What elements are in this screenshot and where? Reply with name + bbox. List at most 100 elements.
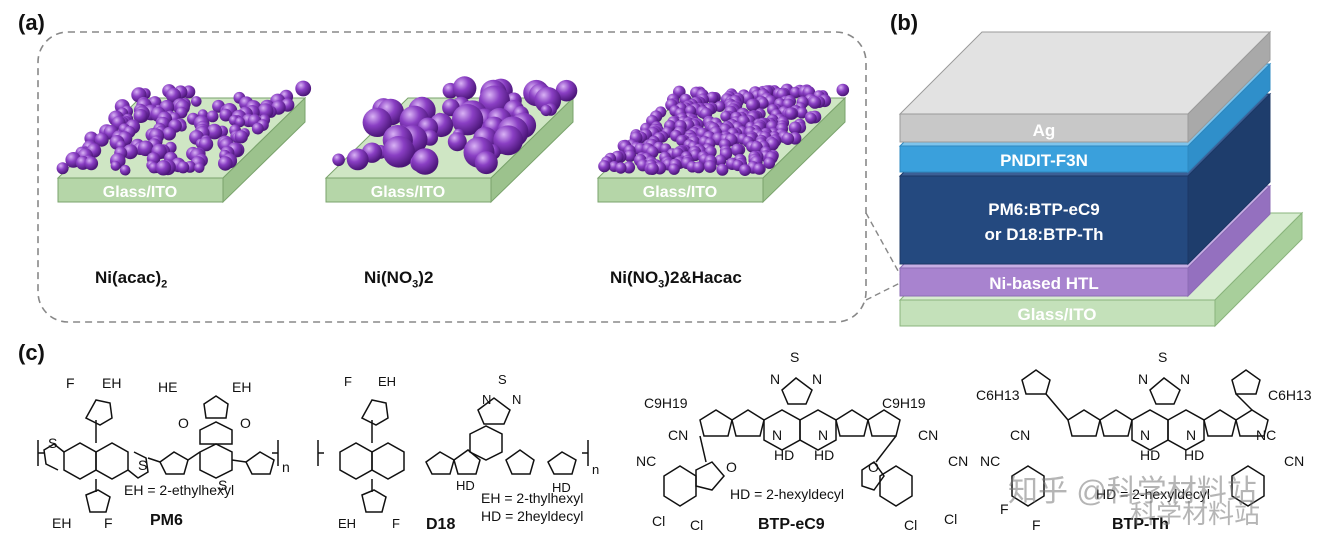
nanoparticle [206, 110, 219, 123]
btp-o-right: O [868, 459, 879, 475]
film-label-ni-no3-hacac-tail: )2&Hacac [664, 268, 742, 287]
btp-th-atoms: C6H13 C6H13 S N N N N HD HD CN NC NC CN … [976, 349, 1312, 533]
nanoparticle [155, 160, 172, 176]
nanoparticle [788, 121, 802, 135]
pm6-eh-bot: EH [52, 515, 71, 531]
nanoparticle [234, 117, 246, 128]
btpth-hd-1: HD [1140, 447, 1160, 463]
btp-th-structure [1011, 369, 1269, 507]
nanoparticle [474, 151, 498, 175]
btp-n-core-1: N [772, 427, 782, 443]
btp-ec9-atoms: C9H19 C9H19 S N N N N HD HD CN NC CN CN … [636, 349, 968, 533]
pm6-structure [37, 395, 279, 513]
nanoparticle [219, 108, 233, 122]
layer-active-2: or D18:BTP-Th [985, 225, 1104, 244]
nanoparticle [177, 161, 190, 174]
film-label-ni-no3-hacac-main: Ni(NO [610, 268, 659, 287]
film-label-ni-acac-sub: 2 [161, 278, 168, 291]
nanoparticle [750, 141, 763, 154]
pm6-f-top: F [66, 375, 75, 391]
btp-nc-left: NC [636, 453, 656, 469]
substrate-label-1: Glass/ITO [103, 184, 177, 201]
btpth-c6h13-left: C6H13 [976, 387, 1020, 403]
pm6-s2: S [138, 457, 147, 473]
nanoparticle [191, 96, 202, 107]
d18-s-top: S [498, 372, 507, 387]
nanoparticle [598, 160, 611, 173]
nanoparticle [137, 140, 154, 157]
device-stack [898, 30, 1304, 328]
nanoparticle [615, 162, 627, 174]
pm6-atoms: F EH HE EH O O S S S n EH F [48, 375, 290, 531]
nanoparticle [763, 157, 776, 169]
btp-cn-left: CN [668, 427, 688, 443]
watermark-line2: 科学材料站 [1130, 499, 1261, 529]
nanoparticle [206, 123, 223, 140]
btp-cn-right2: CN [948, 453, 968, 469]
nanoparticle [555, 79, 578, 102]
btp-cl-1: Cl [652, 513, 665, 529]
nanoparticle [668, 163, 680, 175]
panel-a-dashed-frame [37, 31, 867, 323]
layer-htl: Ni-based HTL [989, 274, 1099, 293]
film-label-ni-no3-main: Ni(NO [364, 268, 413, 287]
nanoparticle [194, 162, 205, 173]
pm6-he: HE [158, 379, 177, 395]
name-btp-th: BTP-Th [1112, 516, 1169, 533]
nanoparticle [540, 104, 552, 117]
btpth-f-1: F [1000, 501, 1009, 517]
btpth-s-top: S [1158, 349, 1167, 365]
callout-line-1 [865, 212, 903, 279]
film-label-ni-no3-sub: 3 [412, 278, 419, 291]
btp-s-top: S [790, 349, 799, 365]
d18-eh-bot: EH [338, 516, 356, 531]
nanoparticles-ni-no3-hacac [598, 83, 850, 177]
nanoparticle [198, 136, 214, 152]
nanoparticle [346, 148, 369, 171]
nanoparticle [84, 156, 99, 171]
btp-hd-2: HD [814, 447, 834, 463]
callout-line-2 [865, 281, 903, 301]
nanoparticle [257, 103, 274, 119]
nanoparticle [739, 164, 751, 177]
note-pm6: EH = 2-ethylhexyl [124, 482, 235, 498]
nanoparticle [110, 160, 121, 171]
note-btp-th: HD = 2-hexyldecyl [1096, 486, 1210, 502]
btp-n-right: N [812, 371, 822, 387]
layer-ag: Ag [1033, 121, 1056, 140]
btp-cl-3: Cl [904, 517, 917, 533]
nanoparticle [730, 143, 744, 157]
nanoparticle [784, 107, 797, 120]
nanoparticle [382, 136, 415, 168]
film-label-ni-no3: Ni(NO3)2 [364, 268, 433, 290]
btpth-hd-2: HD [1184, 447, 1204, 463]
film-label-ni-acac: Ni(acac)2 [95, 268, 167, 290]
substrate-label-3: Glass/ITO [643, 184, 717, 201]
btp-cl-2: Cl [690, 517, 703, 533]
nanoparticle [133, 109, 148, 123]
nanoparticle [218, 156, 233, 171]
film-label-ni-acac-main: Ni(acac) [95, 268, 162, 287]
pm6-eh-top: EH [102, 375, 121, 391]
nanoparticle [295, 80, 312, 97]
nanoparticle [622, 161, 636, 174]
nanoparticle [746, 98, 759, 112]
nanoparticle [692, 161, 705, 174]
nanoparticle [447, 132, 467, 152]
d18-n1: N [482, 392, 491, 407]
pm6-o1: O [178, 415, 189, 431]
nanoparticle [119, 164, 131, 176]
d18-structure [317, 397, 589, 513]
substrate-label-2: Glass/ITO [371, 184, 445, 201]
d18-f: F [344, 374, 352, 389]
btpth-n-core-2: N [1186, 427, 1196, 443]
btpth-n-core-1: N [1140, 427, 1150, 443]
note-d18-1: EH = 2-thylhexyl [481, 490, 584, 506]
nanoparticle [362, 107, 392, 137]
nanoparticle [623, 149, 637, 162]
btp-o-left: O [726, 459, 737, 475]
btp-cl-4: Cl [944, 511, 957, 527]
nanoparticle [332, 153, 345, 167]
panel-label-a: (a) [18, 10, 45, 35]
btpth-n-right: N [1180, 371, 1190, 387]
